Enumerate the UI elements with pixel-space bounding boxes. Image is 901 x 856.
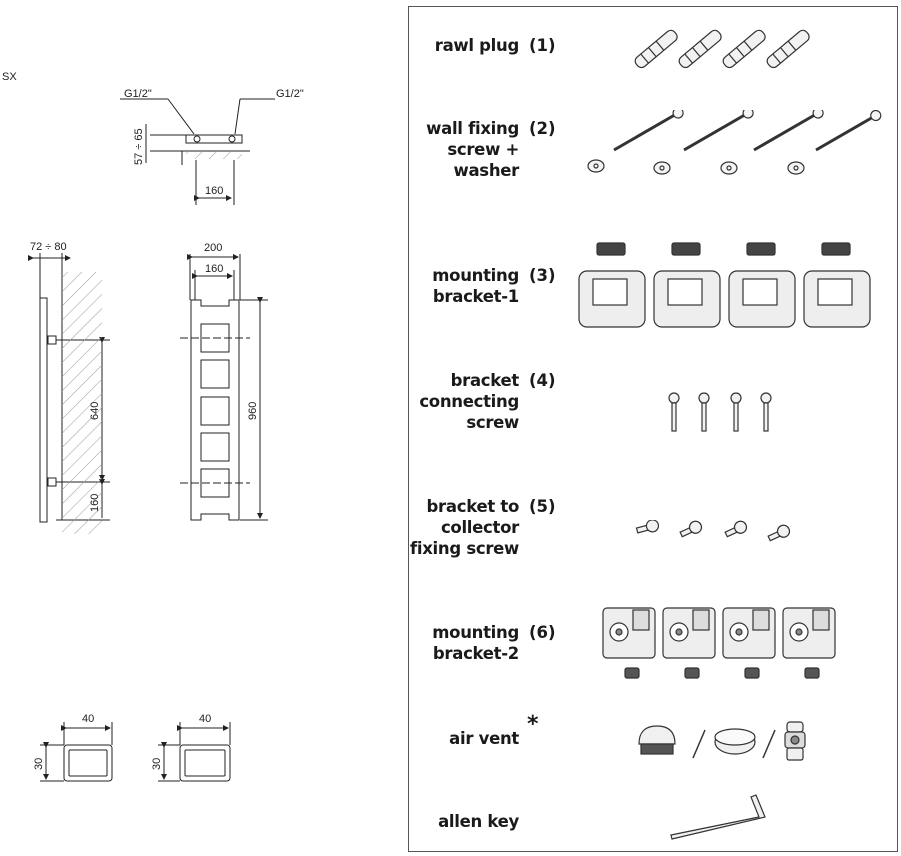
dim-wall-gap: 72 ÷ 80 [30,241,67,253]
part-label: wall fixing screw + washer [426,119,519,180]
side-label: SX [2,71,17,83]
connection-right-label: G1/2" [276,88,304,100]
connecting-screw-icon [664,392,784,436]
parts-panel: rawl plug (1) wall fixing screw + washer… [408,6,898,852]
technical-drawing: SX G1/2" G1/2" 57 ÷ 65 160 72 ÷ 80 64 [2,71,304,782]
dim-total-width: 200 [204,242,222,254]
dim-bracket-spacing: 640 [89,402,101,420]
profile-a-height: 30 [33,758,45,770]
part-number: (6) [529,623,556,642]
profile-a [40,722,113,782]
front-view [180,254,268,521]
wall-hatch-top [186,151,242,159]
connection-left-label: G1/2" [124,88,152,100]
profile-a-width: 40 [82,713,94,725]
part-number: (3) [529,266,556,285]
part-number: (4) [529,371,556,390]
part-label: air vent [449,729,519,748]
part-label: rawl plug [434,36,520,55]
part-asterisk: * [527,712,539,737]
wall-hatch-side [62,272,102,534]
bracket-1-icon [577,233,887,333]
bracket-2-icon [599,604,849,686]
part-label: mounting bracket-1 [432,266,519,306]
part-label: allen key [438,812,519,831]
part-number: (5) [529,497,556,516]
part-label: bracket connecting screw [419,371,519,432]
allen-key-icon [667,791,787,841]
dim-height: 960 [247,402,259,420]
dim-inner-width: 160 [205,263,223,275]
air-vent-icon [635,718,835,768]
dim-bottom: 160 [89,494,101,512]
part-label: bracket to collector fixing screw [409,497,519,558]
part-number: (2) [529,119,556,138]
profile-b-width: 40 [199,713,211,725]
dim-wall-offset-top: 57 ÷ 65 [133,128,145,165]
part-number: (1) [529,36,556,55]
profile-b-height: 30 [151,758,163,770]
screw-washer-icon [584,110,884,180]
collector-screw-icon [631,520,801,550]
rawl-plug-icon [629,19,819,71]
profile-b [158,722,231,782]
part-label: mounting bracket-2 [432,623,519,663]
dim-pipe-spacing: 160 [205,185,223,197]
